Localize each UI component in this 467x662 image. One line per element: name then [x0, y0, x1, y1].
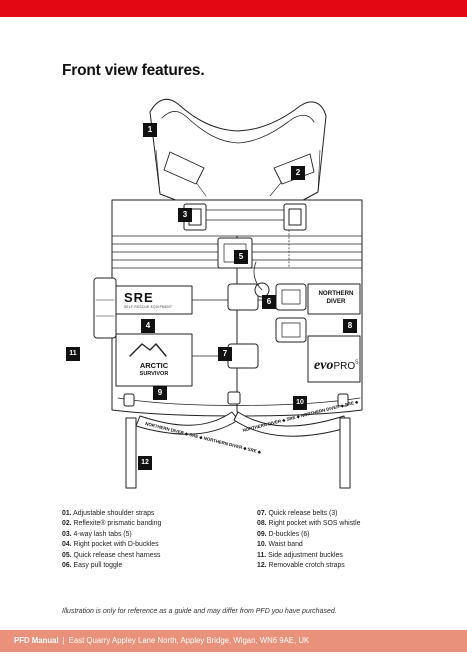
- sre-tagline: SELF RESCUE EQUIPMENT: [124, 305, 173, 309]
- callout-8: 8: [343, 319, 357, 333]
- survivor-word: SURVIVOR: [139, 371, 169, 377]
- callout-5: 5: [234, 250, 248, 264]
- callout-6: 6: [262, 295, 276, 309]
- pro-word: PRO: [333, 361, 356, 372]
- footer-separator: |: [62, 636, 65, 645]
- quick-release-belts: [191, 283, 307, 369]
- footer-address: East Quarry Appley Lane North, Appley Br…: [68, 636, 310, 645]
- northern-word: NORTHERN: [318, 290, 354, 297]
- right-pocket-graphic: [307, 283, 361, 383]
- side-adjustment-buckle: [93, 277, 117, 339]
- feature-item: 10. Waist band: [257, 541, 303, 549]
- sre-logo: SRE: [124, 290, 154, 305]
- shoulder-straps: [149, 98, 327, 205]
- disclaimer-note: Illustration is only for reference as a …: [62, 608, 337, 615]
- footer-brand: PFD Manual: [14, 636, 59, 645]
- feature-item: 08. Right pocket with SOS whistle: [257, 520, 361, 528]
- feature-item: 11. Side adjustment buckles: [257, 551, 343, 559]
- pfd-front-illustration: [93, 98, 363, 489]
- feature-item: 03. 4-way lash tabs (5): [62, 530, 132, 538]
- easy-pull-toggle: [253, 261, 270, 298]
- left-pocket-graphic: [115, 285, 193, 387]
- top-accent-bar: [0, 0, 467, 17]
- callout-2: 2: [291, 166, 305, 180]
- footer-bar: PFD Manual|East Quarry Appley Lane North…: [0, 630, 467, 652]
- diver-word: DIVER: [326, 298, 346, 305]
- feature-item: 01. Adjustable shoulder straps: [62, 510, 155, 517]
- callout-9: 9: [153, 386, 167, 400]
- feature-item: 07. Quick release belts (3): [257, 510, 338, 517]
- features-list-right: 07. Quick release belts (3) 08. Right po…: [257, 509, 447, 571]
- page-title: Front view features.: [62, 62, 205, 79]
- callout-11: 11: [66, 347, 80, 361]
- feature-item: 05. Quick release chest harness: [62, 551, 161, 559]
- callout-10: 10: [293, 396, 307, 410]
- callout-12: 12: [138, 456, 152, 470]
- feature-item: 02. Reflexite® prismatic banding: [62, 520, 162, 528]
- features-list-left: 01. Adjustable shoulder straps 02. Refle…: [62, 509, 242, 571]
- waist-band: [117, 391, 361, 407]
- callout-4: 4: [141, 319, 155, 333]
- arctic-survivor-logo: ARCTIC SURVIVOR: [124, 362, 184, 378]
- feature-item: 09. D-buckles (6): [257, 530, 310, 538]
- evo-word: evo: [314, 358, 334, 373]
- feature-item: 04. Right pocket with D-buckles: [62, 541, 159, 549]
- callout-3: 3: [178, 208, 192, 222]
- callout-1: 1: [143, 123, 157, 137]
- feature-item: 06. Easy pull toggle: [62, 562, 123, 570]
- arctic-word: ARCTIC: [139, 361, 169, 370]
- evo-pro-logo: evoPROS: [314, 356, 358, 374]
- callout-7: 7: [218, 347, 232, 361]
- feature-item: 12. Removable crotch straps: [257, 562, 345, 570]
- crotch-straps: [125, 411, 351, 489]
- pro-superscript: S: [355, 359, 359, 366]
- northern-diver-logo: NORTHERN DIVER: [312, 290, 360, 306]
